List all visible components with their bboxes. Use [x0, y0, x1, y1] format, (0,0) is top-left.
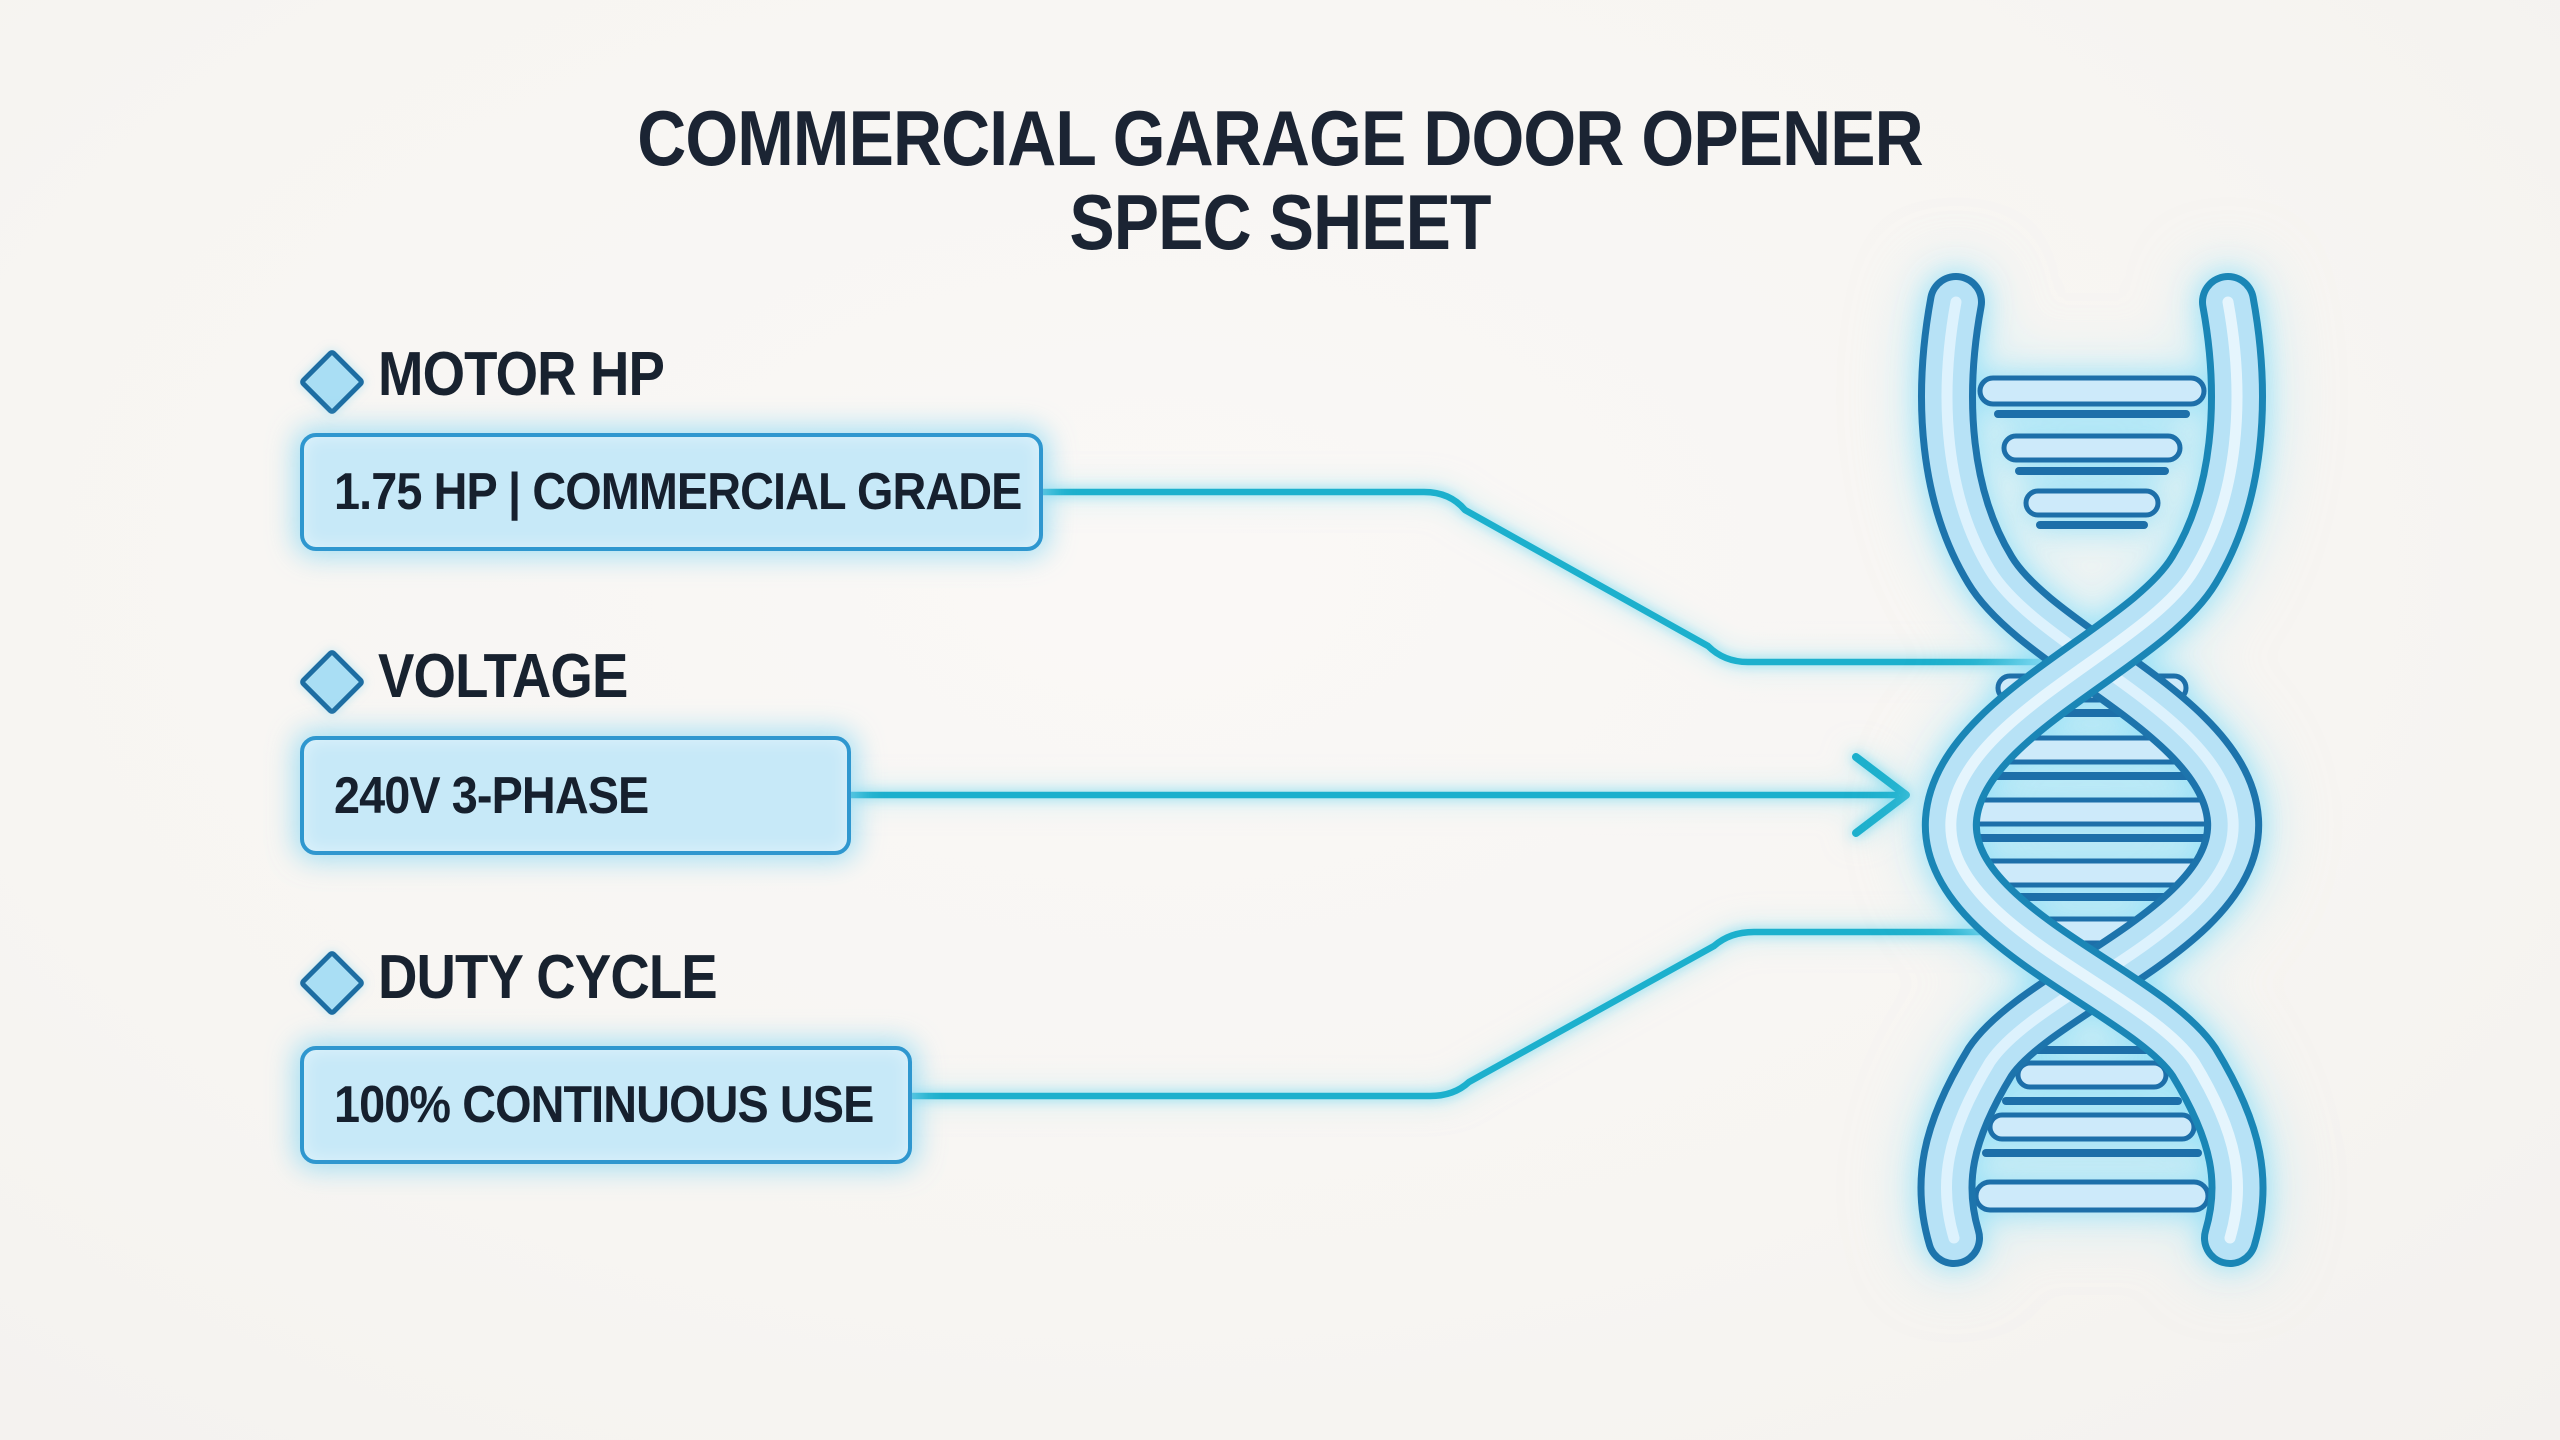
spec-label-duty-cycle: DUTY CYCLE — [378, 943, 718, 1012]
connector-line-motor-hp — [1039, 488, 2059, 666]
connector-line-duty-cycle — [901, 928, 2034, 1100]
page-title-line1: COMMERCIAL GARAGE DOOR OPENER — [637, 94, 1923, 182]
spec-value-box-duty-cycle: 100% CONTINUOUS USE — [300, 1046, 912, 1164]
page-title-line2: SPEC SHEET — [1069, 178, 1491, 266]
spec-value-duty-cycle: 100% CONTINUOUS USE — [334, 1076, 874, 1134]
page-title: COMMERCIAL GARAGE DOOR OPENER SPEC SHEET — [166, 96, 2393, 264]
spec-value-motor-hp: 1.75 HP | COMMERCIAL GRADE — [334, 463, 1022, 521]
spec-label-voltage: VOLTAGE — [378, 642, 628, 711]
spec-value-box-voltage: 240V 3-PHASE — [300, 736, 851, 855]
spec-value-box-motor-hp: 1.75 HP | COMMERCIAL GRADE — [300, 433, 1043, 551]
dna-helix-icon — [1917, 273, 2267, 1267]
dna-strand-right — [1921, 273, 2267, 1267]
right-arrow-icon — [1852, 753, 1910, 837]
dna-strand-left — [1917, 273, 2263, 1267]
spec-label-motor-hp: MOTOR HP — [378, 340, 665, 409]
spec-value-voltage: 240V 3-PHASE — [334, 766, 649, 825]
